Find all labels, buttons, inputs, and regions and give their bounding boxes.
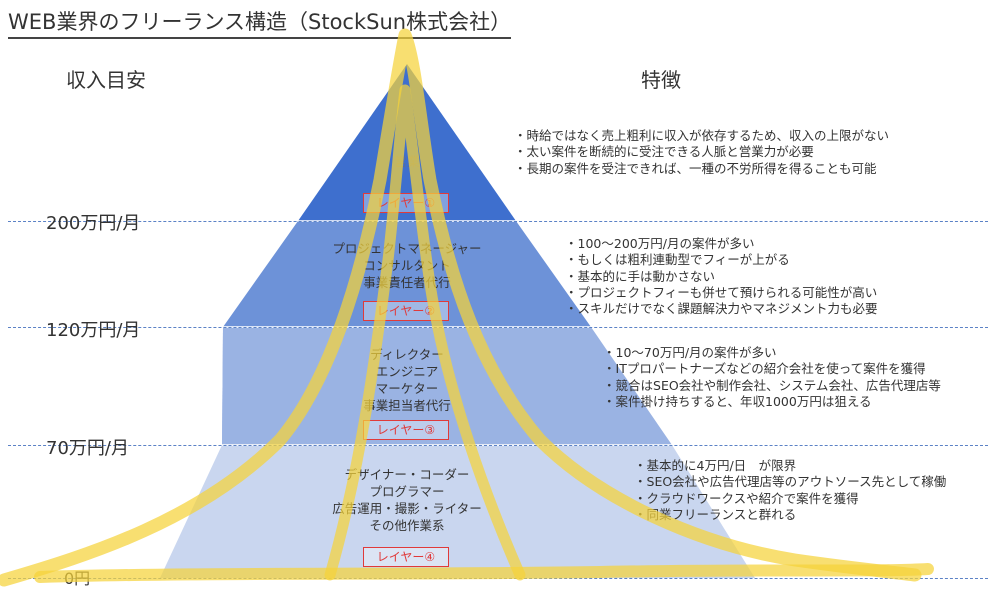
- role-label: プロジェクトマネージャー: [332, 241, 482, 256]
- role-label: 広告運用・撮影・ライター: [332, 501, 482, 516]
- income-label-120: 120万円/月: [46, 320, 141, 341]
- layer-1-features: 時給ではなく売上粗利に収入が依存するため、収入の上限がない 太い案件を断続的に受…: [514, 128, 890, 177]
- feature-item: 時給ではなく売上粗利に収入が依存するため、収入の上限がない: [514, 128, 890, 144]
- divider-0: [8, 578, 988, 579]
- income-label-70: 70万円/月: [46, 438, 129, 459]
- feature-item: 基本的に4万円/日 が限界: [634, 458, 946, 474]
- feature-item: 長期の案件を受注できれば、一種の不労所得を得ることも可能: [514, 161, 889, 177]
- role-label: 事業責任者代行: [363, 275, 451, 290]
- layer-2-features: 100～200万円/月の案件が多い もしくは粗利連動型でフィーが上がる 基本的に…: [565, 236, 878, 317]
- layer-3-badge: レイヤー③: [363, 420, 449, 440]
- role-label: コンサルタント: [363, 258, 451, 273]
- role-label: マーケター: [375, 381, 439, 396]
- layer-2-badge: レイヤー②: [363, 301, 449, 321]
- feature-item: ITプロパートナーズなどの紹介会社を使って案件を獲得: [603, 361, 941, 377]
- role-label: プログラマー: [369, 484, 445, 499]
- layer-1-badge: レイヤー①: [363, 193, 449, 213]
- layer-1-roles: 営業: [367, 153, 447, 170]
- layer-2-roles: プロジェクトマネージャー コンサルタント 事業責任者代行: [297, 240, 517, 291]
- feature-item: SEO会社や広告代理店等のアウトソース先として稼働: [634, 474, 947, 490]
- feature-item: 太い案件を断続的に受注できる人脈と営業力が必要: [514, 144, 889, 160]
- role-label: 営業: [394, 154, 420, 169]
- layer-3-features: 10～70万円/月の案件が多い ITプロパートナーズなどの紹介会社を使って案件を…: [603, 345, 941, 410]
- role-label: デザイナー・コーダー: [344, 467, 470, 482]
- feature-item: もしくは粗利連動型でフィーが上がる: [565, 252, 878, 268]
- layer-4-features: 基本的に4万円/日 が限界 SEO会社や広告代理店等のアウトソース先として稼働 …: [634, 458, 947, 523]
- layer-3-roles: ディレクター エンジニア マーケター 事業担当者代行: [297, 346, 517, 414]
- feature-item: スキルだけでなく課題解決力やマネジメント力も必要: [565, 301, 878, 317]
- role-label: ディレクター: [370, 347, 444, 362]
- divider-120: [8, 327, 988, 328]
- role-label: その他作業系: [369, 518, 445, 533]
- income-label-200: 200万円/月: [46, 213, 141, 234]
- pyramid-layer-3-left-fix: [222, 327, 223, 445]
- income-label-0: 0円: [64, 569, 91, 588]
- feature-item: 競合はSEO会社や制作会社、システム会社、広告代理店等: [603, 378, 941, 394]
- feature-item: 基本的に手は動かさない: [565, 269, 878, 285]
- layer-4-roles: デザイナー・コーダー プログラマー 広告運用・撮影・ライター その他作業系: [297, 466, 517, 534]
- feature-item: 100～200万円/月の案件が多い: [565, 236, 878, 252]
- feature-item: 10～70万円/月の案件が多い: [603, 345, 941, 361]
- feature-item: 案件掛け持ちすると、年収1000万円は狙える: [603, 394, 941, 410]
- feature-item: プロジェクトフィーも併せて預けられる可能性が高い: [565, 285, 878, 301]
- feature-item: 同業フリーランスと群れる: [634, 507, 946, 523]
- divider-200: [8, 221, 988, 222]
- feature-item: クラウドワークスや紹介で案件を獲得: [634, 491, 946, 507]
- role-label: 事業担当者代行: [363, 398, 451, 413]
- role-label: エンジニア: [375, 364, 439, 379]
- layer-4-badge: レイヤー④: [363, 547, 449, 567]
- divider-70: [8, 445, 988, 446]
